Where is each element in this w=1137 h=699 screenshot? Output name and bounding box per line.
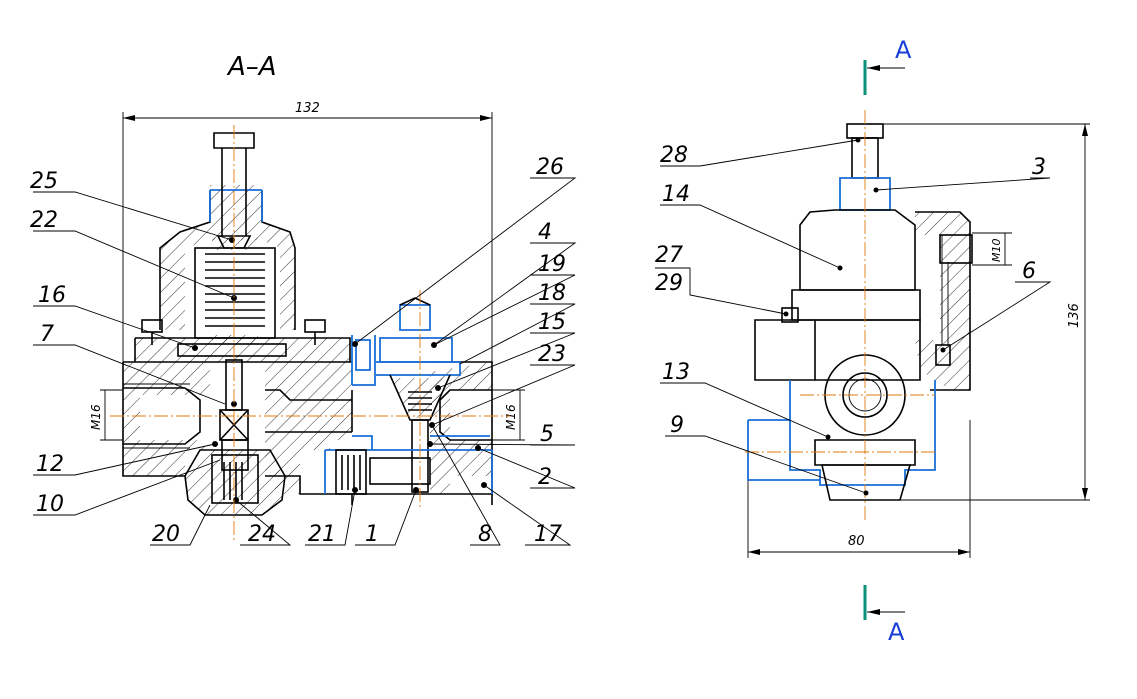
callout-23: 23: [538, 342, 566, 367]
callout-6: 6: [1022, 259, 1036, 284]
callout-29: 29: [655, 271, 683, 296]
callouts-left: 25 22 16 7 12 10 20 24 21 1 8 17 2 5 23 …: [30, 155, 566, 547]
seal-markers: [192, 237, 487, 503]
section-letter-bottom: A: [888, 618, 905, 646]
side-view: A A 136 80: [655, 36, 1090, 646]
callout-28: 28: [660, 143, 688, 168]
callout-8: 8: [478, 522, 492, 547]
callout-12: 12: [36, 452, 64, 477]
callout-27: 27: [655, 243, 683, 268]
callout-15: 15: [538, 310, 566, 335]
callout-2: 2: [538, 465, 552, 490]
callout-4: 4: [538, 220, 552, 245]
callouts-right: 28 3 14 27 29 6 13 9: [655, 143, 1046, 438]
callout-18: 18: [538, 281, 566, 306]
section-title: A–A: [226, 52, 277, 82]
dim-height-right: 136: [1067, 303, 1082, 328]
dim-thread-left: M16: [89, 404, 103, 430]
callout-20: 20: [152, 522, 180, 547]
callout-21: 21: [308, 522, 336, 547]
callout-10: 10: [36, 492, 64, 517]
dim-thread-right: M16: [504, 404, 518, 430]
callout-16: 16: [38, 283, 66, 308]
callout-17: 17: [534, 522, 562, 547]
callout-9: 9: [670, 413, 684, 438]
callout-3: 3: [1032, 155, 1046, 180]
callout-14: 14: [662, 182, 690, 207]
leaders-right: [655, 139, 1052, 494]
callout-19: 19: [538, 252, 566, 277]
section-view: A–A 132 M16 M16: [30, 52, 577, 547]
dim-thread-small: M10: [990, 239, 1003, 263]
dim-width-right: 80: [848, 534, 865, 549]
callout-26: 26: [536, 155, 564, 180]
callout-22: 22: [30, 208, 58, 233]
leaders-left: [33, 177, 577, 546]
callout-13: 13: [662, 360, 690, 385]
dim-width-left: 132: [295, 101, 320, 116]
spring: [194, 247, 276, 339]
callout-7: 7: [40, 322, 54, 347]
callout-1: 1: [365, 522, 379, 547]
callout-25: 25: [30, 169, 58, 194]
callout-5: 5: [540, 422, 554, 447]
section-letter-top: A: [895, 36, 912, 64]
callout-24: 24: [248, 522, 276, 547]
